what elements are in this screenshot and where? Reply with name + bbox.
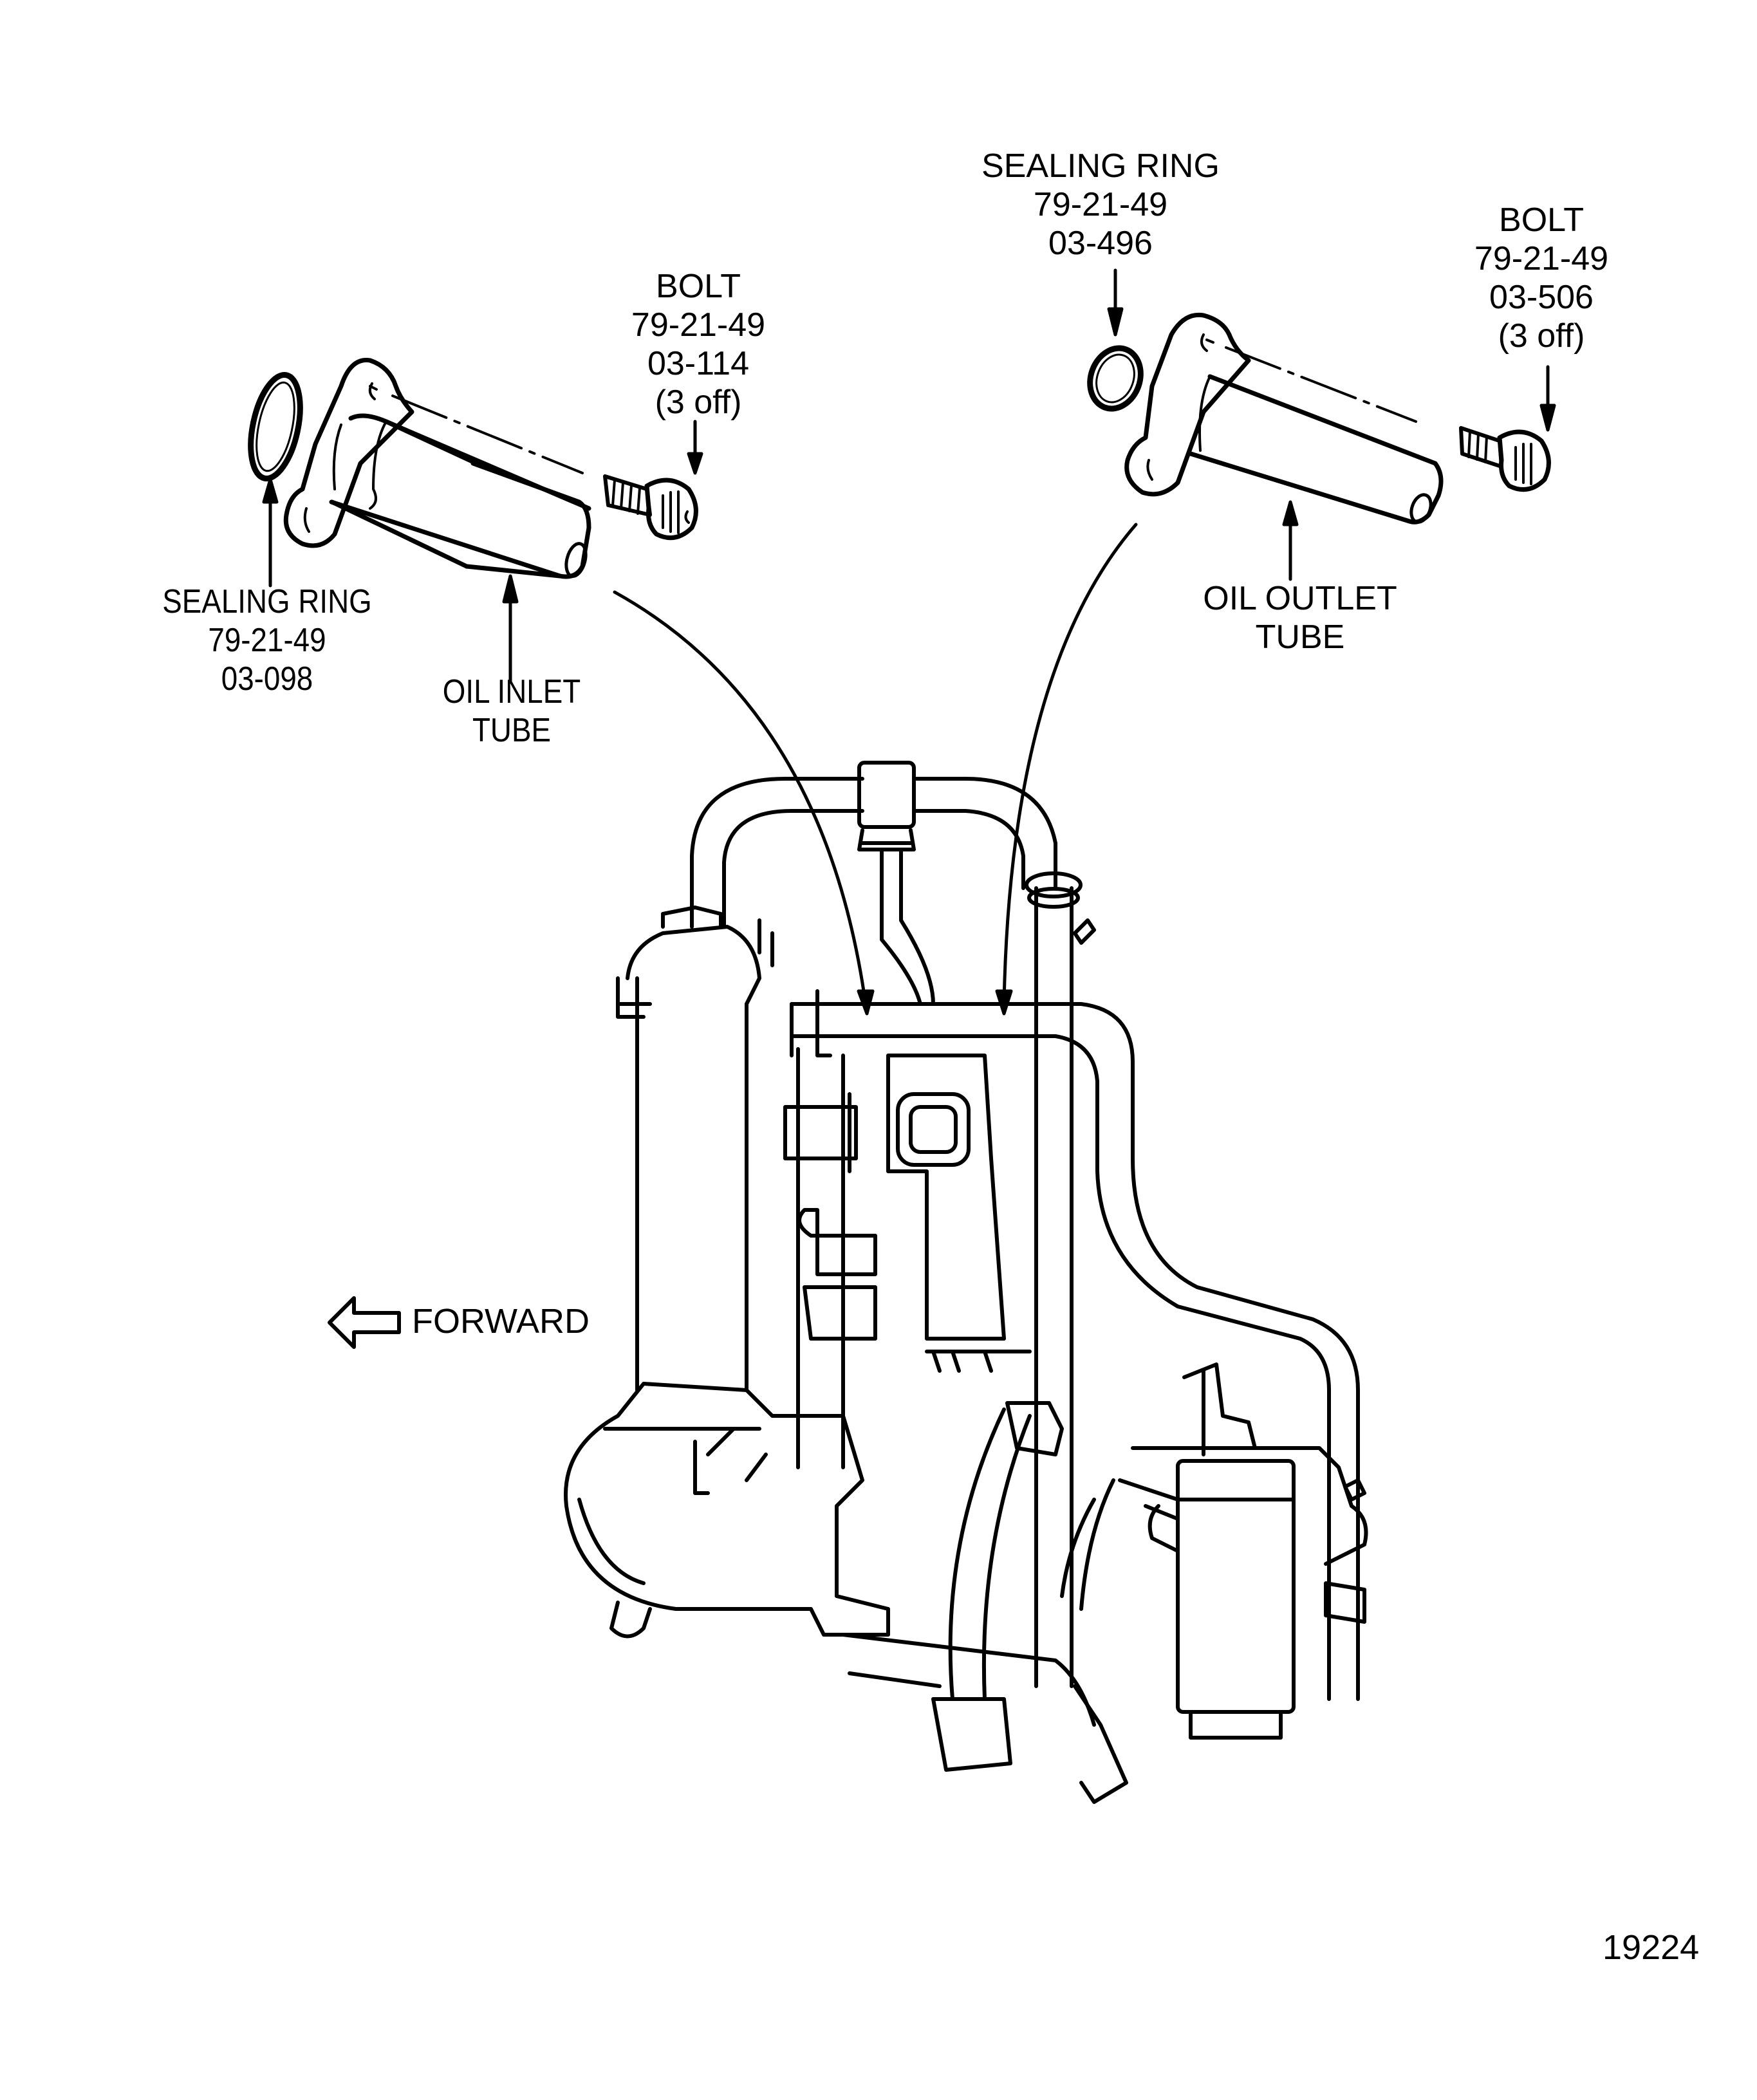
oil-outlet-tube-assembly — [1082, 315, 1549, 525]
callout-ref: 79-21-49 — [208, 622, 326, 659]
engine-pipework-drawing — [566, 763, 1366, 1802]
callout-line2: TUBE — [1255, 618, 1345, 656]
callout-ref: 79-21-49 — [1033, 186, 1168, 223]
callout-line2: TUBE — [472, 712, 552, 749]
callout-title: BOLT — [656, 268, 741, 305]
figure-number: 19224 — [1603, 1928, 1700, 1967]
inlet-tube-body — [331, 416, 589, 579]
callout-line1: OIL INLET — [442, 673, 581, 711]
bolt-inlet-part — [605, 476, 696, 538]
callout-ref: 79-21-49 — [1474, 240, 1609, 277]
callout-title: BOLT — [1499, 201, 1584, 239]
oil-inlet-tube-assembly — [243, 360, 696, 579]
outlet-tube-body — [1191, 376, 1441, 525]
callout-ref: 79-21-49 — [631, 306, 766, 344]
sealing-ring-inlet-part — [243, 371, 309, 483]
callout-oil-inlet-tube: OIL INLET TUBE — [424, 673, 600, 750]
callout-qty: (3 off) — [655, 384, 742, 421]
bolt-outlet-part — [1461, 428, 1548, 490]
callout-sealing-ring-inlet: SEALING RING 79-21-49 03-098 — [145, 582, 389, 698]
callout-oil-outlet-tube: OIL OUTLET TUBE — [1184, 579, 1416, 656]
left-outline-arrow-icon — [330, 1298, 399, 1347]
callout-bolt-outlet: BOLT 79-21-49 03-506 (3 off) — [1461, 201, 1622, 355]
callout-bolt-inlet: BOLT 79-21-49 03-114 (3 off) — [611, 267, 785, 422]
forward-direction-label: FORWARD — [412, 1302, 590, 1341]
callout-item: 03-496 — [1048, 225, 1153, 262]
callout-item: 03-114 — [647, 345, 750, 382]
callout-title: SEALING RING — [981, 147, 1220, 185]
callout-item: 03-506 — [1489, 279, 1594, 316]
callout-item: 03-098 — [221, 660, 313, 698]
sealing-ring-outlet-part — [1082, 341, 1149, 416]
callout-line1: OIL OUTLET — [1203, 580, 1397, 617]
inlet-tube-flange — [286, 360, 412, 546]
callout-qty: (3 off) — [1498, 317, 1585, 355]
callout-title: SEALING RING — [162, 583, 372, 620]
callout-sealing-ring-outlet: SEALING RING 79-21-49 03-496 — [953, 147, 1249, 263]
outlet-tube-flange — [1127, 315, 1249, 494]
